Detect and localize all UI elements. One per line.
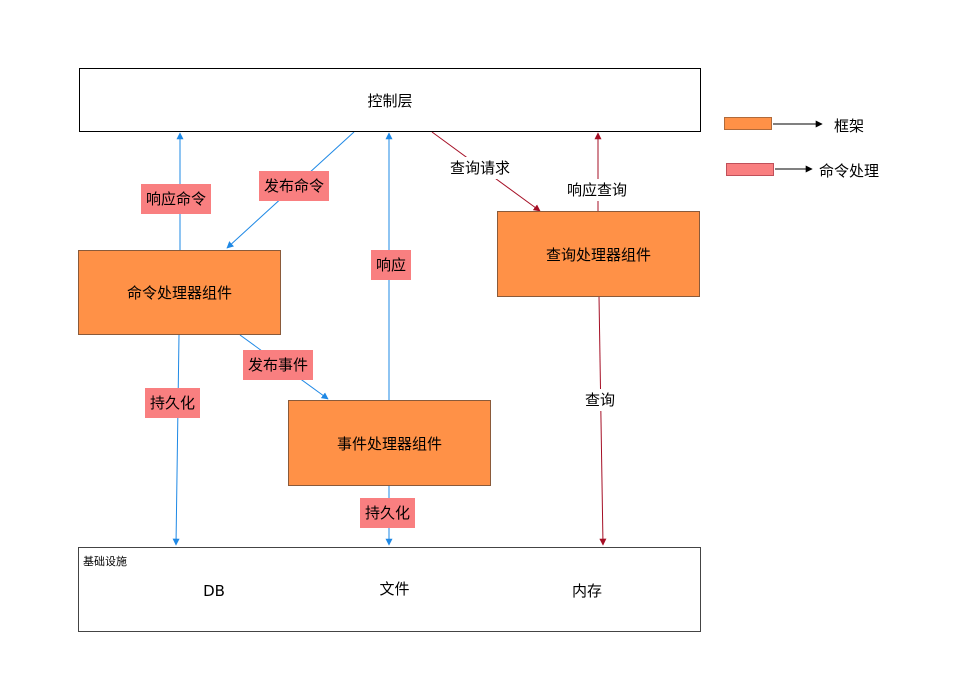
label-query: 查询 (583, 389, 618, 411)
legend-swatch-command (726, 163, 774, 176)
legend-label-command: 命令处理 (819, 162, 880, 180)
label-query-request: 查询请求 (448, 157, 513, 179)
event-handler-box: 事件处理器组件 (288, 400, 491, 486)
query-handler-label: 查询处理器组件 (545, 245, 651, 264)
tag-persist-command: 持久化 (145, 388, 201, 418)
command-handler-box: 命令处理器组件 (78, 250, 281, 335)
tag-publish-event: 发布事件 (243, 350, 314, 380)
db-label: DB (203, 582, 225, 600)
control-layer-box: 控制层 (79, 68, 701, 132)
infrastructure-title: 基础设施 (83, 555, 127, 568)
command-handler-label: 命令处理器组件 (126, 284, 232, 302)
arrow-query (598, 295, 607, 546)
memory-label: 内存 (571, 582, 602, 600)
event-handler-label: 事件处理器组件 (336, 434, 442, 453)
label-response-query: 响应查询 (565, 179, 630, 201)
infrastructure-box: 基础设施 (78, 547, 701, 632)
legend-swatch-framework (724, 117, 772, 130)
tag-response-command: 响应命令 (141, 184, 212, 214)
control-layer-label: 控制层 (367, 91, 413, 110)
tag-persist-event: 持久化 (360, 498, 416, 528)
arrow-persist-command (172, 334, 180, 546)
query-handler-box: 查询处理器组件 (497, 211, 700, 297)
legend-label-framework: 框架 (834, 117, 865, 135)
tag-publish-command: 发布命令 (259, 171, 330, 201)
tag-response: 响应 (371, 250, 412, 280)
file-label: 文件 (379, 580, 410, 598)
